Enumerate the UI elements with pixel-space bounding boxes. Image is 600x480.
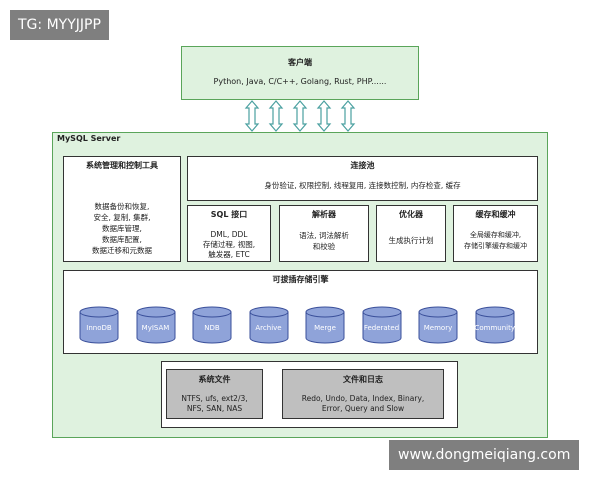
logs-text: Redo, Undo, Data, Index, Binary, Error, … [283, 394, 443, 414]
parser-text: 语法, 词法解析 和校验 [280, 230, 368, 252]
management-line: 数据库管理, [102, 224, 142, 233]
system-files-box: 系统文件 NTFS, ufs, ext2/3, NFS, SAN, NAS [166, 369, 263, 419]
double-arrow-icon [316, 100, 332, 132]
sql-interface-line: 存储过程, 视图, [202, 240, 256, 249]
parser-title: 解析器 [312, 210, 336, 219]
double-arrow-icon [292, 100, 308, 132]
client-text: Python, Java, C/C++, Golang, Rust, PHP..… [213, 77, 387, 86]
storage-engine-label: Archive [255, 324, 282, 332]
logs-line: Error, Query and Slow [321, 404, 405, 413]
management-title: 系统管理和控制工具 [86, 161, 158, 170]
storage-engine-myisam: MyISAM [136, 306, 176, 344]
double-arrow-icon [244, 100, 260, 132]
double-arrow-icon [340, 100, 356, 132]
database-cylinder-icon [192, 306, 232, 344]
watermark-top: TG: MYYJJPP [10, 10, 109, 40]
storage-engine-archive: Archive [249, 306, 289, 344]
management-line: 数据迁移和元数据 [92, 246, 152, 255]
cache-buffer-line: 全局缓存和缓冲, [469, 231, 522, 239]
cache-buffer-line: 存储引擎缓存和缓冲 [464, 242, 527, 250]
parser-line: 语法, 词法解析 [299, 231, 349, 240]
double-arrow-icon [268, 100, 284, 132]
cache-buffer-box: 缓存和缓冲 全局缓存和缓冲, 存储引擎缓存和缓冲 [453, 205, 538, 262]
logs-box: 文件和日志 Redo, Undo, Data, Index, Binary, E… [282, 369, 444, 419]
cache-buffer-text: 全局缓存和缓冲, 存储引擎缓存和缓冲 [454, 230, 537, 252]
system-files-text: NTFS, ufs, ext2/3, NFS, SAN, NAS [167, 394, 262, 414]
management-line: 数据库配置, [102, 235, 142, 244]
storage-engine-merge: Merge [305, 306, 345, 344]
sql-interface-line: DML, DDL [210, 230, 248, 239]
system-files-line: NFS, SAN, NAS [186, 404, 243, 413]
sql-interface-line: 触发器, ETC [208, 250, 250, 259]
logs-title: 文件和日志 [343, 375, 383, 384]
sql-interface-title: SQL 接口 [210, 210, 248, 219]
optimizer-title: 优化器 [399, 210, 423, 219]
cache-buffer-title: 缓存和缓冲 [475, 210, 516, 219]
parser-line: 和校验 [312, 242, 336, 251]
sql-interface-text: DML, DDL 存储过程, 视图, 触发器, ETC [188, 230, 270, 260]
storage-engine-ndb: NDB [192, 306, 232, 344]
database-cylinder-icon [362, 306, 401, 344]
storage-engine-label: InnoDB [86, 324, 112, 332]
management-line: 数据备份和恢复, [94, 202, 150, 211]
storage-engines-title: 可拔插存储引擎 [272, 275, 329, 284]
database-cylinder-icon [305, 306, 345, 344]
storage-engine-federated: Federated [362, 306, 402, 344]
mysql-server-title: MySQL Server [57, 134, 121, 143]
management-text: 数据备份和恢复, 安全, 复制, 集群, 数据库管理, 数据库配置, 数据迁移和… [64, 201, 180, 256]
client-box: 客户端 Python, Java, C/C++, Golang, Rust, P… [181, 46, 419, 100]
logs-line: Redo, Undo, Data, Index, Binary, [301, 394, 425, 403]
connection-pool-text: 身份验证, 权限控制, 线程复用, 连接数控制, 内存检查, 缓存 [264, 181, 461, 190]
parser-box: 解析器 语法, 词法解析 和校验 [279, 205, 369, 262]
storage-engine-memory: Memory [418, 306, 458, 344]
management-line: 安全, 复制, 集群, [93, 213, 151, 222]
system-files-line: NTFS, ufs, ext2/3, [181, 394, 248, 403]
system-files-title: 系统文件 [198, 375, 231, 384]
client-title: 客户端 [288, 58, 312, 67]
watermark-bottom: www.dongmeiqiang.com [389, 440, 580, 470]
optimizer-text: 生成执行计划 [388, 236, 434, 245]
storage-engine-label: Memory [423, 324, 453, 332]
storage-engine-label: NDB [204, 324, 220, 332]
database-cylinder-icon [249, 306, 288, 344]
database-cylinder-icon [475, 306, 514, 344]
storage-engine-innodb: InnoDB [79, 306, 119, 344]
connection-pool-box: 连接池 身份验证, 权限控制, 线程复用, 连接数控制, 内存检查, 缓存 [187, 156, 538, 201]
connection-pool-title: 连接池 [350, 161, 375, 170]
connection-arrows [244, 100, 356, 132]
storage-engine-label: Merge [314, 324, 336, 332]
database-cylinder-icon [418, 306, 458, 344]
database-cylinder-icon [136, 306, 175, 344]
sql-interface-box: SQL 接口 DML, DDL 存储过程, 视图, 触发器, ETC [187, 205, 271, 262]
storage-engine-community: Community [475, 306, 515, 344]
storage-engine-label: Federated [363, 324, 400, 332]
storage-engine-label: MyISAM [141, 324, 170, 332]
storage-engine-label: Community [474, 324, 516, 332]
management-tools-box: 系统管理和控制工具 数据备份和恢复, 安全, 复制, 集群, 数据库管理, 数据… [63, 156, 181, 262]
optimizer-box: 优化器 生成执行计划 [376, 205, 446, 262]
database-cylinder-icon [79, 306, 119, 344]
